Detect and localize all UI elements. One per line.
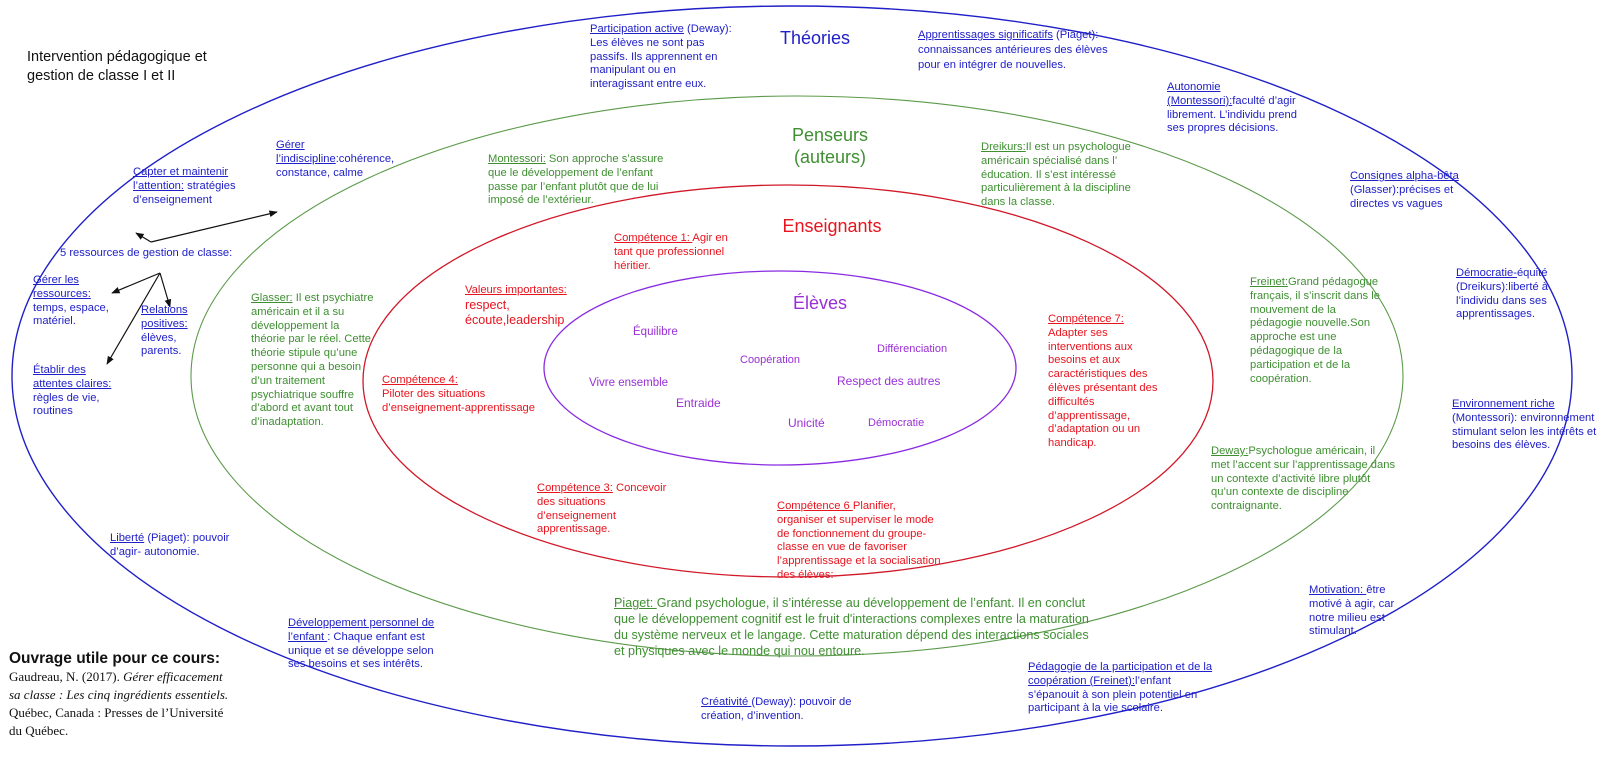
penseurs-title-line2: (auteurs): [793, 147, 867, 167]
penseurs-ring: [190, 95, 1404, 657]
reference-book-title: Gérer efficacement sa classe : Les cinq …: [9, 669, 229, 702]
enseignants-ring: [362, 184, 1214, 578]
ring-title-theories: Théories: [779, 28, 851, 48]
arrow-indiscipline: [150, 210, 278, 243]
competence-1: Compétence 1: Agir en tant que professio…: [614, 232, 728, 272]
thinker-montessori: Montessori: Son approche s’assure que le…: [488, 153, 664, 207]
theory-participation-active: Participation active (Deway): Les élèves…: [590, 23, 732, 91]
thinker-glasser: Glasser: Il est psychiatre américain et …: [251, 292, 374, 429]
diagram-title: Intervention pédagogique et gestion de c…: [27, 49, 207, 84]
theory-democratie-equite: Démocratie-équité (Dreikurs):liberté à l…: [1456, 267, 1549, 321]
thinker-dreikurs: Dreikurs:Il est un psychologue américain…: [981, 141, 1131, 209]
resource-attentes-claires: Établir des attentes claires: règles de …: [33, 364, 112, 418]
arrow-relations: [159, 272, 172, 308]
thinker-piaget: Piaget: Grand psychologue, il s’intéress…: [614, 596, 1089, 658]
theory-motivation: Motivation: être motivé à agir, car notr…: [1309, 584, 1395, 638]
reference-heading: Ouvrage utile pour ce cours:: [9, 650, 221, 667]
penseurs-title-line1: Penseurs: [791, 125, 869, 145]
theory-consignes-alpha-beta: Consignes alpha-bêta (Glasser):précises …: [1350, 170, 1459, 210]
resource-gerer-indiscipline: Gérer l’indiscipline:cohérence, constanc…: [276, 139, 395, 179]
competence-3: Compétence 3: Concevoir des situations d…: [537, 482, 667, 536]
competence-7: Compétence 7:Adapter ses interventions a…: [1048, 313, 1158, 450]
eleves-entraide: Entraide: [676, 396, 721, 410]
ring-title-eleves: Élèves: [792, 293, 848, 313]
arrow-attentes: [106, 272, 161, 365]
resource-label[interactable]: Gérer l’indiscipline: [276, 139, 336, 165]
competence-4: Compétence 4:Piloter des situations d’en…: [382, 374, 535, 414]
competence-6: Compétence 6 Planifier, organiser et sup…: [777, 500, 941, 581]
classroom-resources-heading: 5 ressources de gestion de classe:: [60, 247, 233, 259]
arrow-ressources: [111, 272, 161, 294]
thinker-freinet: Freinet:Grand pédagogue français, il s’i…: [1250, 276, 1380, 385]
eleves-cooperation: Coopération: [740, 354, 800, 366]
eleves-vivre-ensemble: Vivre ensemble: [589, 377, 669, 389]
theory-apprentissages-significatifs: Apprentissages significatifs (Piaget): c…: [918, 29, 1108, 71]
theories-ring: [11, 5, 1573, 747]
arrow-capter: [135, 232, 152, 243]
resource-gerer-ressources: Gérer les ressources: temps, espace, mat…: [33, 274, 109, 328]
valeurs-importantes: Valeurs importantes:respect, écoute,lead…: [465, 284, 567, 327]
resource-label[interactable]: Gérer les ressources:: [33, 274, 91, 300]
eleves-ring: [543, 270, 1017, 466]
resource-label[interactable]: Établir des attentes claires:: [33, 364, 112, 390]
eleves-unicite: Unicité: [788, 416, 825, 430]
eleves-equilibre: Équilibre: [633, 326, 678, 338]
theory-pedagogie-participation: Pédagogie de la participation et de la c…: [1028, 661, 1213, 715]
reference-block: Ouvrage utile pour ce cours: Gaudreau, N…: [9, 650, 234, 740]
theory-autonomie: Autonomie (Montessori):faculté d’agir li…: [1167, 81, 1297, 135]
ring-title-enseignants: Enseignants: [782, 216, 882, 236]
theory-developpement-personnel: Développement personnel de l’enfant : Ch…: [288, 617, 435, 671]
theory-creativite: Créativité (Deway): pouvoir de création,…: [701, 696, 852, 722]
resource-capter-attention: Capter et maintenir l’attention: stratég…: [133, 166, 236, 206]
resource-relations-positives: Relations positives: élèves, parents.: [141, 304, 188, 358]
theory-liberte: Liberté (Piaget): pouvoir d’agir- autono…: [110, 532, 230, 558]
eleves-differenciation: Différenciation: [877, 343, 948, 355]
resource-label[interactable]: Relations positives:: [141, 304, 188, 330]
thinker-deway: Deway:Psychologue américain, il met l’ac…: [1211, 445, 1396, 513]
eleves-democratie: Démocratie: [868, 417, 925, 429]
ring-title-penseurs: Penseurs (auteurs): [780, 124, 880, 168]
eleves-respect-des-autres: Respect des autres: [837, 374, 941, 388]
reference-citation: Gaudreau, N. (2017). Gérer efficacement …: [9, 669, 229, 738]
theory-environnement-riche: Environnement riche (Montessori): enviro…: [1452, 398, 1597, 452]
resource-label[interactable]: Capter et maintenir l’attention:: [133, 166, 229, 192]
